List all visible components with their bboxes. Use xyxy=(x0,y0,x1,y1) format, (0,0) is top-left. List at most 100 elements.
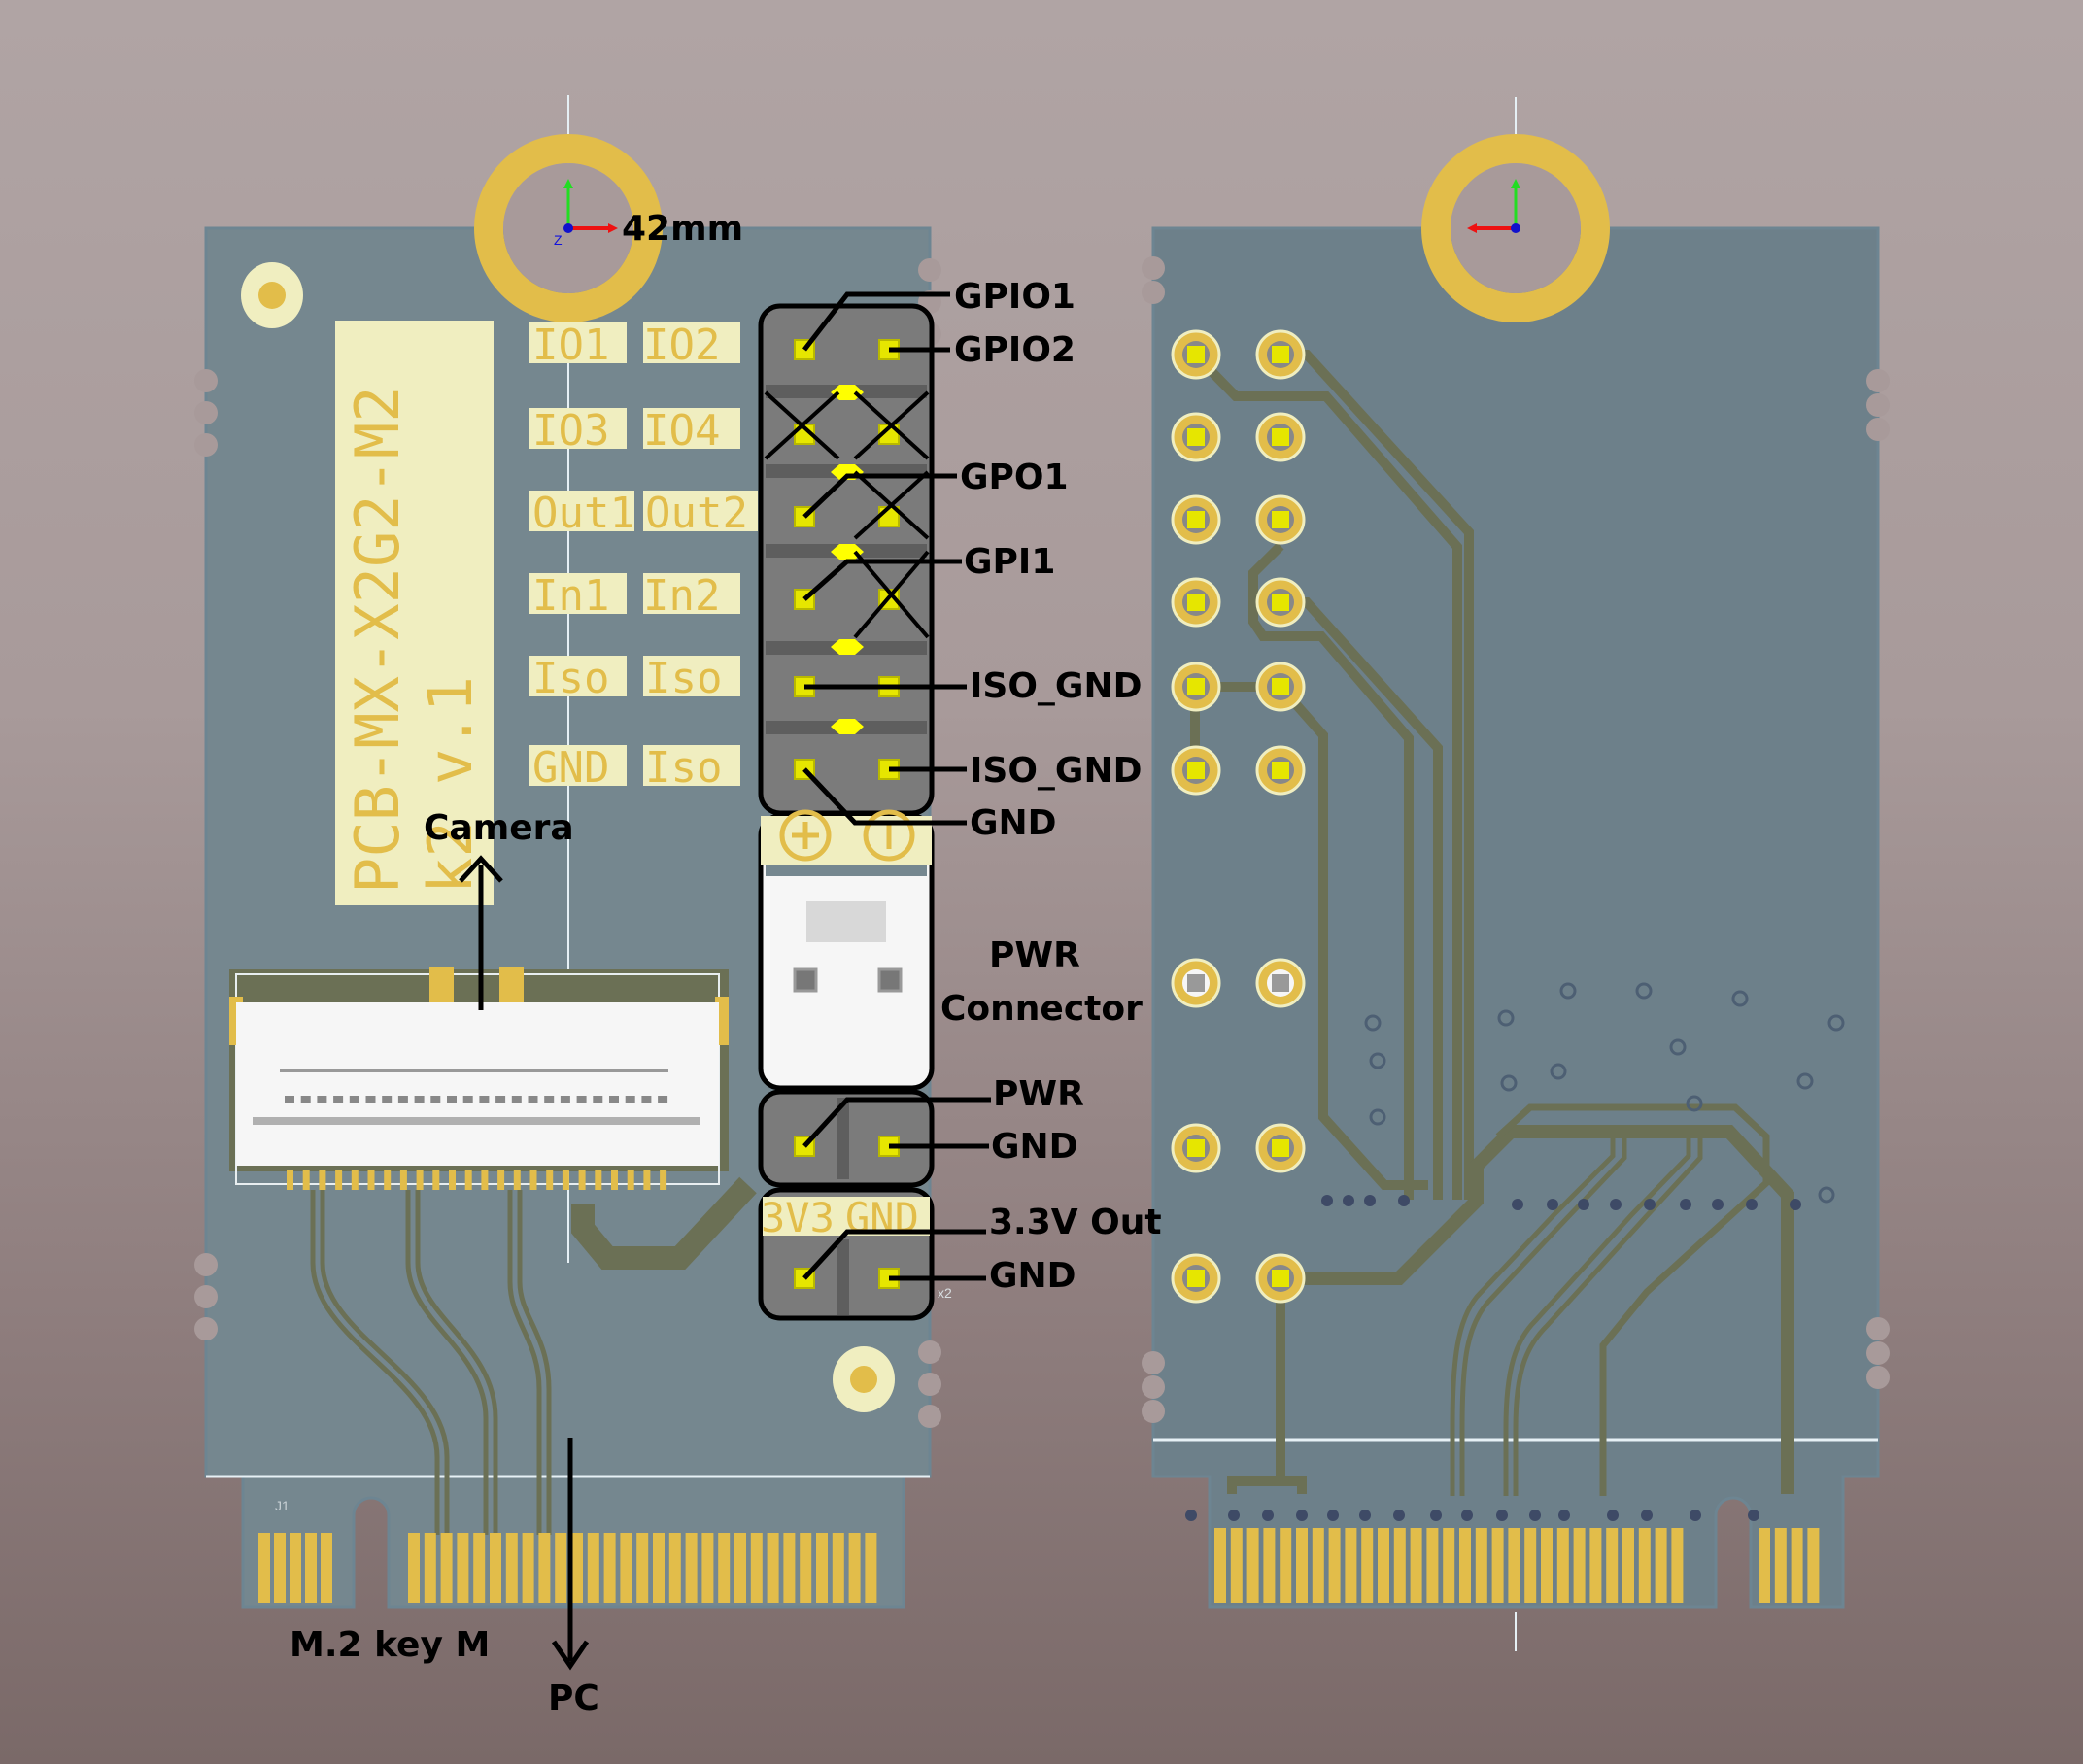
via-filled xyxy=(1529,1510,1541,1521)
via xyxy=(1369,1108,1386,1126)
edge-finger xyxy=(603,1533,616,1603)
silk-label-row: IO3 IO4 xyxy=(529,406,740,456)
fpc-contact xyxy=(511,1096,522,1103)
th-pad-core xyxy=(1187,678,1205,695)
callout-gpi1: GPI1 xyxy=(964,542,1055,582)
callout-camera: Camera xyxy=(424,808,574,848)
fpc-contact xyxy=(333,1096,344,1103)
edge-finger xyxy=(1328,1528,1341,1603)
callout-3v3-out: 3.3V Out xyxy=(989,1203,1162,1242)
silk-gnd: GND xyxy=(845,1194,919,1241)
via-filled xyxy=(1547,1199,1558,1210)
edge-finger xyxy=(685,1533,698,1603)
via-filled xyxy=(1430,1510,1442,1521)
fpc-contact xyxy=(576,1096,587,1103)
edge-finger xyxy=(522,1533,534,1603)
edge-finger xyxy=(290,1533,301,1603)
edge-finger xyxy=(832,1533,844,1603)
svg-text:IO4: IO4 xyxy=(643,406,720,456)
svg-text:Iso: Iso xyxy=(645,654,722,703)
fpc-contact xyxy=(528,1096,538,1103)
via xyxy=(1686,1095,1703,1112)
edge-fingers-bottom xyxy=(1214,1528,1820,1603)
via xyxy=(1500,1074,1518,1092)
pwr-gnd-header xyxy=(758,1089,935,1188)
fpc-contact xyxy=(479,1096,490,1103)
edge-finger xyxy=(800,1533,812,1603)
edge-finger xyxy=(1638,1528,1651,1603)
fpc-leg xyxy=(335,1170,343,1190)
edge-finger xyxy=(1280,1528,1292,1603)
via-filled xyxy=(1690,1510,1701,1521)
fpc-leg xyxy=(464,1170,472,1190)
via-filled xyxy=(1185,1510,1197,1521)
callout-pc: PC xyxy=(548,1679,599,1718)
silk-designator: J1 xyxy=(275,1498,290,1513)
th-pad-core xyxy=(1272,1270,1289,1287)
edge-finger xyxy=(1410,1528,1422,1603)
via xyxy=(1497,1009,1515,1027)
edge-finger xyxy=(1459,1528,1471,1603)
edge-fingers-top xyxy=(258,1533,877,1603)
fpc-leg xyxy=(319,1170,326,1190)
edge-finger xyxy=(668,1533,681,1603)
via-filled xyxy=(1496,1510,1508,1521)
fpc-contact xyxy=(430,1096,441,1103)
silk-label-row: GND Iso xyxy=(529,743,740,793)
edge-finger xyxy=(1807,1528,1820,1603)
svg-text:Iso: Iso xyxy=(532,654,609,703)
edge-finger xyxy=(1759,1528,1770,1603)
callout-pwr-connector-1: PWR xyxy=(989,935,1080,975)
via-filled xyxy=(1461,1510,1473,1521)
fpc-contact xyxy=(593,1096,603,1103)
dimension-label: 42mm xyxy=(622,209,743,249)
edge-finger xyxy=(1361,1528,1374,1603)
via-filled xyxy=(1558,1510,1570,1521)
fpc-leg xyxy=(302,1170,310,1190)
fpc-leg xyxy=(578,1170,586,1190)
callout-gnd-2: GND xyxy=(991,1127,1078,1167)
power-connector xyxy=(758,809,935,1091)
silk-header-suffix: x2 xyxy=(938,1285,952,1301)
fpc-contact xyxy=(300,1096,311,1103)
edge-finger xyxy=(1774,1528,1787,1603)
edge-finger xyxy=(1491,1528,1504,1603)
board-bottom-view xyxy=(1142,97,1890,1651)
edge-finger xyxy=(1524,1528,1537,1603)
fpc-leg xyxy=(384,1170,392,1190)
fpc-contact xyxy=(447,1096,457,1103)
via-filled xyxy=(1228,1510,1240,1521)
th-pad-core xyxy=(1187,1270,1205,1287)
edge-finger xyxy=(408,1533,420,1603)
th-pad-core xyxy=(1272,346,1289,363)
edge-finger xyxy=(555,1533,567,1603)
edge-finger xyxy=(1541,1528,1553,1603)
via xyxy=(1818,1186,1835,1204)
via-filled xyxy=(1746,1199,1758,1210)
edge-finger xyxy=(473,1533,486,1603)
fpc-leg xyxy=(481,1170,489,1190)
silk-revision: k2 v.1 xyxy=(415,676,486,894)
edge-finger xyxy=(848,1533,861,1603)
edge-finger xyxy=(620,1533,632,1603)
svg-text:Out2: Out2 xyxy=(645,489,748,538)
edge-finger xyxy=(718,1533,731,1603)
edge-finger xyxy=(1791,1528,1803,1603)
edge-finger xyxy=(505,1533,518,1603)
edge-notches-left xyxy=(194,258,941,1428)
silk-part-block xyxy=(335,321,494,905)
board-top-view: Z 42mm PCB-MX-X2G2-M2 k2 v.1 IO1 IO2 IO3 xyxy=(194,95,952,1609)
via-filled xyxy=(1578,1199,1589,1210)
callout-iso-gnd-1: ISO_GND xyxy=(970,666,1143,706)
edge-notches-right xyxy=(1142,256,1890,1423)
fpc-legs xyxy=(287,1170,667,1190)
th-pad-core xyxy=(1187,762,1205,779)
edge-finger xyxy=(816,1533,828,1603)
fpc-leg xyxy=(643,1170,651,1190)
via xyxy=(1796,1072,1814,1090)
via-filled xyxy=(1641,1510,1653,1521)
edge-finger xyxy=(1443,1528,1455,1603)
fpc-leg xyxy=(367,1170,375,1190)
via-filled xyxy=(1680,1199,1691,1210)
